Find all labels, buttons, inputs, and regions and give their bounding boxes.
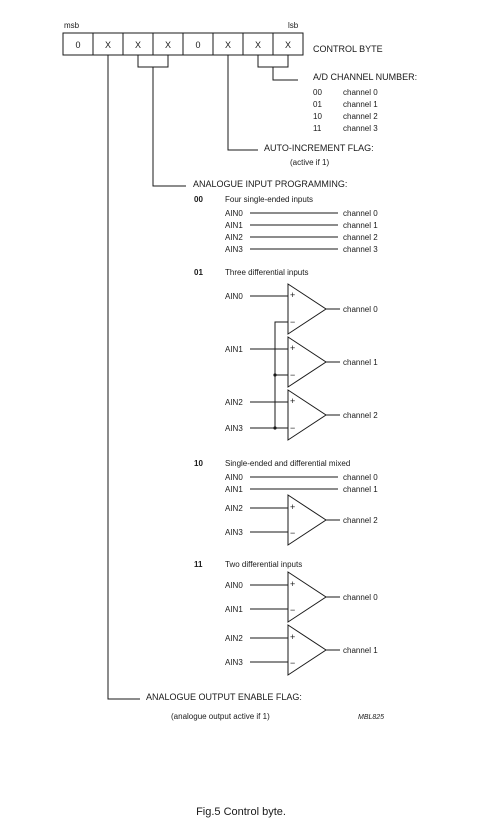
mode-code: 10 [194,459,203,468]
input-label: AIN1 [225,485,243,494]
output-label: channel 0 [343,593,378,602]
input-label: AIN3 [225,245,243,254]
output-label: channel 0 [343,305,378,314]
ad-code: 10 [313,112,322,121]
output-label: channel 2 [343,411,378,420]
msb-label: msb [64,21,80,30]
input-label: AIN0 [225,581,243,590]
output-label: channel 0 [343,209,378,218]
mode-code: 11 [194,560,203,569]
ad-channel-label: channel 2 [343,112,378,121]
ad-channel-bracket [257,55,289,68]
ad-channel-leader [272,67,298,81]
input-label: AIN0 [225,209,243,218]
plus-sign: + [290,579,295,589]
analogue-output-note: (analogue output active if 1) [171,712,270,721]
output-label: channel 3 [343,245,378,254]
input-label: AIN2 [225,634,243,643]
figure-caption: Fig.5 Control byte. [196,806,286,818]
bit-value: X [285,40,291,50]
minus-sign: − [290,658,295,668]
junction-dot [273,426,277,430]
lsb-label: lsb [288,21,299,30]
minus-sign: − [290,423,295,433]
input-label: AIN0 [225,473,243,482]
ad-code: 01 [313,100,322,109]
control-byte-bits: 0 X X X 0 X X X [62,32,304,56]
ad-channel-label: channel 3 [343,124,378,133]
bit-value: X [105,40,111,50]
input-label: AIN2 [225,398,243,407]
output-label: channel 2 [343,233,378,242]
input-label: AIN3 [225,658,243,667]
auto-increment-note: (active if 1) [290,158,329,167]
input-label: AIN2 [225,504,243,513]
control-byte-title: CONTROL BYTE [313,44,383,54]
bit-value: 0 [195,40,200,50]
bit-value: X [135,40,141,50]
plus-sign: + [290,502,295,512]
ad-code: 11 [313,124,322,133]
auto-increment-leader [227,55,258,151]
op-amp-symbol [287,571,327,623]
mode-code: 00 [194,195,203,204]
ad-channel-label: channel 1 [343,100,378,109]
minus-sign: − [290,605,295,615]
bit-value: 0 [75,40,80,50]
input-label: AIN1 [225,605,243,614]
leader-lines [107,55,298,700]
mode-title: Four single-ended inputs [225,195,313,204]
mode-title: Single-ended and differential mixed [225,459,350,468]
bit-value: X [165,40,171,50]
op-amp-symbol [287,389,327,441]
output-label: channel 2 [343,516,378,525]
mode-10-section: 10 Single-ended and differential mixed A… [194,459,378,546]
output-label: channel 0 [343,473,378,482]
input-label: AIN1 [225,345,243,354]
analogue-output-title: ANALOGUE OUTPUT ENABLE FLAG: [146,692,302,702]
op-amp-symbol [287,494,327,546]
minus-sign: − [290,370,295,380]
ad-code: 00 [313,88,322,97]
analogue-input-title: ANALOGUE INPUT PROGRAMMING: [193,179,347,189]
analogue-input-leader [152,67,186,187]
input-label: AIN2 [225,233,243,242]
mode-code: 01 [194,268,203,277]
bit-value: X [225,40,231,50]
ad-channel-title: A/D CHANNEL NUMBER: [313,72,417,82]
output-label: channel 1 [343,485,378,494]
minus-sign: − [290,528,295,538]
output-label: channel 1 [343,358,378,367]
plus-sign: + [290,290,295,300]
plus-sign: + [290,632,295,642]
input-label: AIN1 [225,221,243,230]
wire [274,321,288,428]
auto-increment-title: AUTO-INCREMENT FLAG: [264,143,374,153]
analogue-output-leader [107,55,140,700]
input-label: AIN3 [225,528,243,537]
op-amp-symbol [287,624,327,676]
minus-sign: − [290,317,295,327]
plus-sign: + [290,343,295,353]
mode-11-section: 11 Two differential inputs + − AIN0 AIN1… [194,560,378,676]
output-label: channel 1 [343,221,378,230]
bit-value: X [255,40,261,50]
output-label: channel 1 [343,646,378,655]
ad-channel-label: channel 0 [343,88,378,97]
analogue-input-bracket [137,55,169,68]
mode-00-section: 00 Four single-ended inputs AIN0 channel… [194,195,378,254]
op-amp-symbol [287,336,327,388]
mode-title: Two differential inputs [225,560,302,569]
input-label: AIN0 [225,292,243,301]
mode-01-section: 01 Three differential inputs + − + − + −… [194,268,378,441]
input-label: AIN3 [225,424,243,433]
op-amp-symbol [287,283,327,335]
mode-title: Three differential inputs [225,268,308,277]
junction-dot [273,373,277,377]
plus-sign: + [290,396,295,406]
figure-code: MBL825 [358,714,384,721]
